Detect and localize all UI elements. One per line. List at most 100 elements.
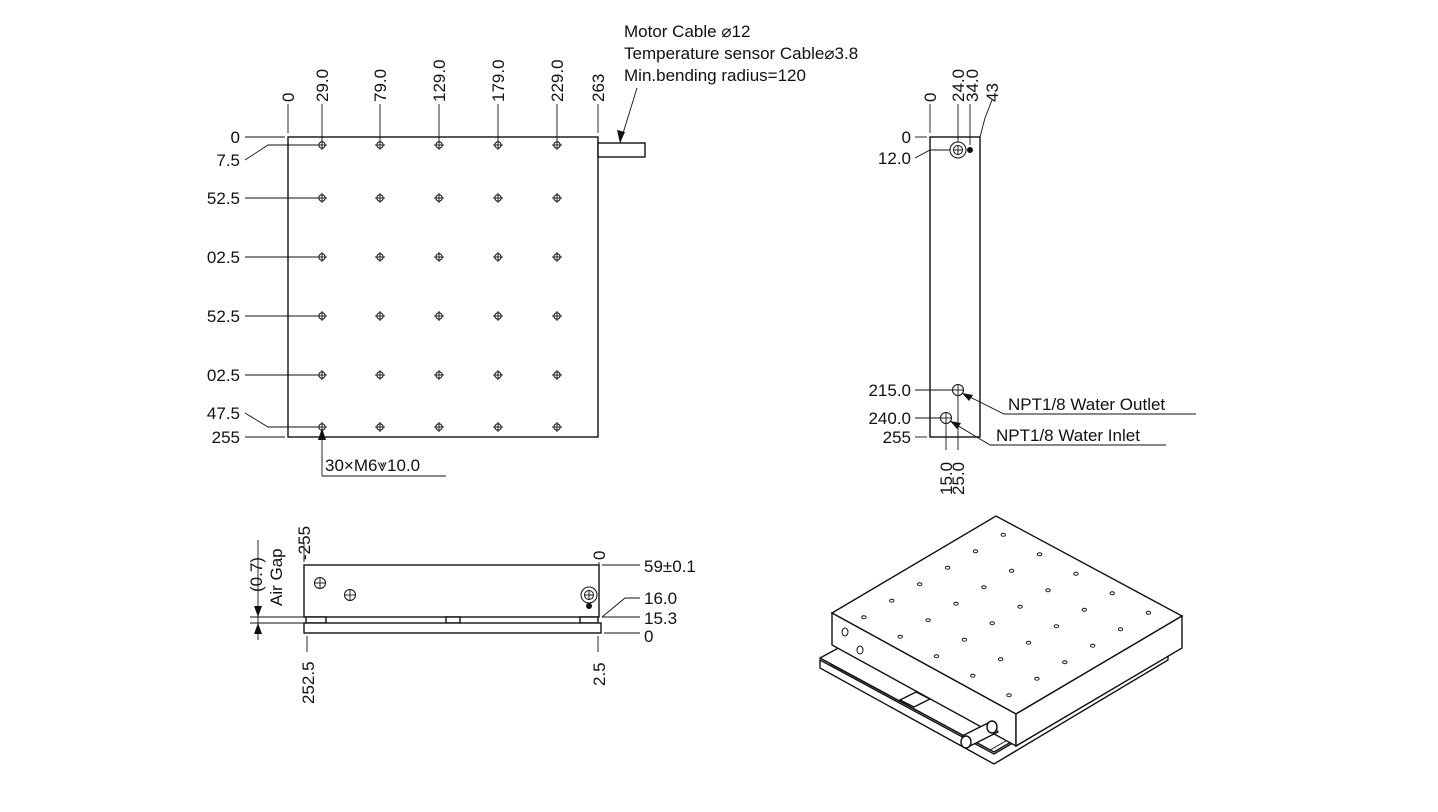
mounting-hole	[552, 311, 562, 321]
mounting-hole	[317, 193, 327, 203]
callout-arrow	[318, 428, 326, 440]
outlet-leader-arrow	[962, 393, 973, 401]
iso-hole	[1006, 693, 1012, 698]
inlet-leader-arrow	[950, 421, 961, 429]
iso-hole	[889, 598, 895, 603]
front-height-label: 15.3	[644, 609, 677, 628]
iso-hole	[981, 585, 987, 590]
mounting-hole	[493, 311, 503, 321]
hole-callout: 30×M6⩔10.0	[325, 456, 420, 475]
iso-hole	[1000, 532, 1006, 537]
mounting-hole	[434, 422, 444, 432]
mounting-hole	[375, 422, 385, 432]
iso-port	[841, 627, 849, 637]
mounting-hole	[317, 311, 327, 321]
mounting-hole	[434, 140, 444, 150]
top-row-label: 0	[231, 128, 240, 147]
top-col-labels: 0 29.0 79.0 129.0 179.0 229.0 263	[279, 59, 608, 102]
top-row-label: 52.5	[207, 189, 240, 208]
front-left-label: -255	[295, 526, 314, 560]
top-row-label: 52.5	[207, 307, 240, 326]
top-col-label: 0	[279, 93, 298, 102]
front-bottom-label: 2.5	[590, 662, 609, 686]
motor-cable-stub	[597, 142, 646, 158]
mounting-hole	[552, 370, 562, 380]
iso-hole	[1045, 588, 1051, 593]
top-col-label: 129.0	[430, 59, 449, 102]
top-view: 0 29.0 79.0 129.0 179.0 229.0 263 0 7.5 …	[207, 22, 858, 477]
mounting-holes	[317, 140, 562, 432]
top-row-label: 47.5	[207, 404, 240, 423]
air-gap-arrow	[254, 623, 262, 634]
mounting-hole	[317, 140, 327, 150]
side-row-label: 215.0	[868, 381, 911, 400]
top-row-labels: 0 7.5 52.5 02.5 52.5 02.5 47.5 255	[207, 128, 240, 447]
isometric-view	[818, 515, 1184, 765]
iso-hole	[917, 582, 923, 587]
side-row-label: 255	[883, 428, 911, 447]
iso-hole	[897, 634, 903, 639]
mounting-hole	[493, 252, 503, 262]
side-view: 0 24.0 34.0 43 0 12.0 215.0 240.0 255	[868, 69, 1196, 495]
top-col-label: 179.0	[489, 59, 508, 102]
iso-hole	[989, 621, 995, 626]
iso-hole	[1034, 676, 1040, 681]
front-right-label: 0	[590, 551, 609, 560]
iso-hole	[1109, 591, 1115, 596]
side-bottom-label: 15.0	[937, 462, 956, 495]
mounting-hole	[493, 422, 503, 432]
top-row-label: 255	[212, 428, 240, 447]
side-col-label: 43	[983, 83, 1002, 102]
side-bottom-label: 25.0	[949, 462, 968, 495]
mounting-hole	[552, 422, 562, 432]
front-height-label: 16.0	[644, 589, 677, 608]
top-col-label: 229.0	[548, 59, 567, 102]
side-row-label: 240.0	[868, 409, 911, 428]
mounting-hole	[552, 193, 562, 203]
iso-hole	[997, 657, 1004, 662]
top-row-label: 02.5	[207, 366, 240, 385]
top-col-label: 263	[589, 74, 608, 102]
iso-hole	[1062, 660, 1068, 665]
mounting-hole	[434, 193, 444, 203]
mounting-hole	[375, 370, 385, 380]
cable-note-line: Min.bending radius=120	[624, 66, 806, 85]
iso-hole	[1073, 571, 1079, 576]
air-gap-value: (0.7)	[247, 557, 266, 592]
side-col-label: 34.0	[963, 69, 982, 102]
top-col-ticks	[287, 104, 599, 145]
iso-hole	[1081, 607, 1088, 612]
front-height-label: 0	[644, 627, 653, 646]
iso-mounting-holes	[861, 532, 1152, 698]
mounting-hole	[317, 252, 327, 262]
mounting-hole	[375, 311, 385, 321]
cable-leader-arrow	[617, 130, 625, 143]
iso-hole	[1090, 643, 1096, 648]
iso-hole	[961, 637, 968, 642]
top-view-outline	[287, 136, 599, 438]
side-col-label: 24.0	[949, 69, 968, 102]
iso-hole	[861, 615, 867, 620]
iso-hole	[1009, 568, 1015, 573]
front-bottom-label: 252.5	[299, 661, 318, 704]
water-inlet-label: NPT1/8 Water Inlet	[996, 426, 1140, 445]
iso-hole	[972, 549, 979, 554]
top-row-label: 7.5	[216, 151, 240, 170]
top-row-label: 02.5	[207, 248, 240, 267]
side-view-outline	[929, 136, 981, 438]
iso-track-top	[819, 650, 1169, 765]
air-gap-arrow	[254, 606, 262, 617]
mounting-hole	[434, 370, 444, 380]
iso-block-side	[1015, 614, 1183, 748]
iso-hole	[1025, 640, 1032, 645]
iso-hole	[1036, 552, 1043, 557]
mounting-hole	[552, 140, 562, 150]
mounting-hole	[434, 252, 444, 262]
mounting-hole	[375, 252, 385, 262]
magnet-track	[303, 622, 602, 634]
iso-hole	[944, 565, 951, 570]
mounting-hole	[434, 311, 444, 321]
cable-note-line: Motor Cable ⌀12	[624, 22, 750, 41]
top-row-ticks	[244, 136, 318, 438]
iso-hole	[925, 618, 931, 623]
